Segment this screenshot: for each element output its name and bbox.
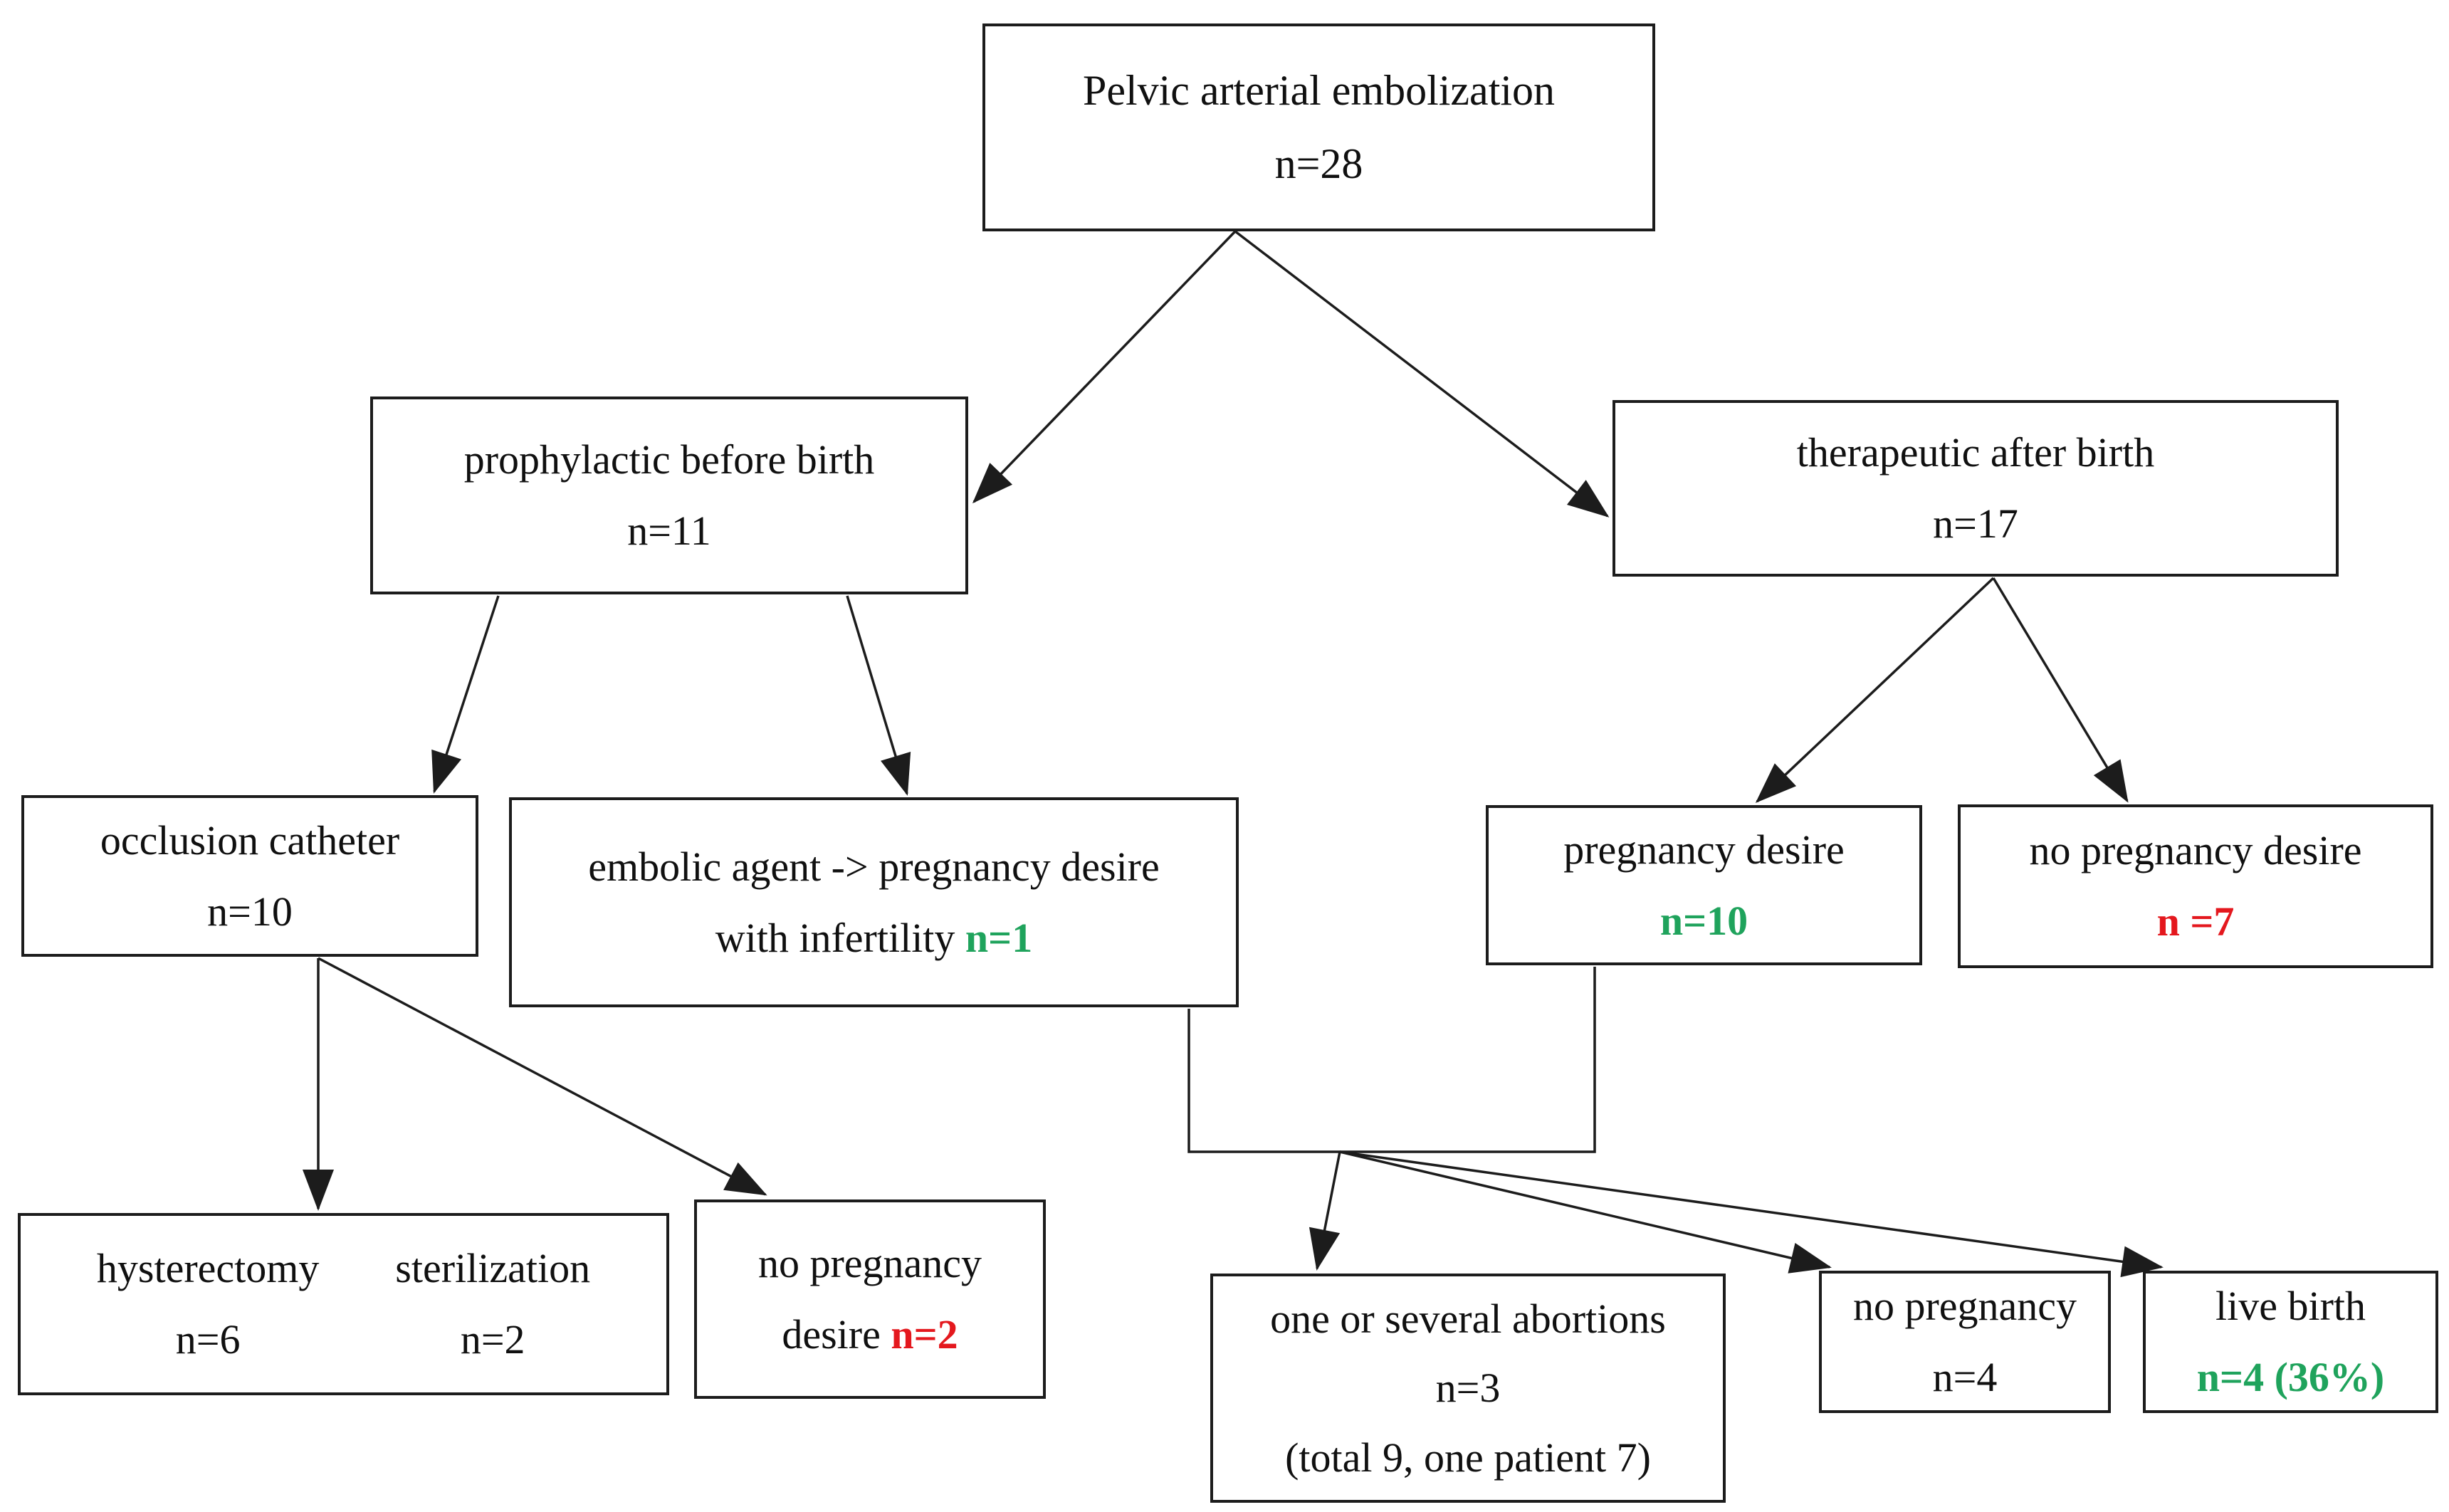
arrow-therapeutic-to-pregnancy-desire xyxy=(1755,577,1995,804)
node-label-2: with infertility n=1 xyxy=(715,914,1033,961)
node-no-pregnancy-desire-after-occlusion: no pregnancy desire n=2 xyxy=(694,1199,1046,1399)
node-count-red: n=2 xyxy=(891,1311,958,1358)
node-count: n=11 xyxy=(627,508,711,554)
arrow-therapeutic-to-no-pregnancy-desire xyxy=(1992,577,2129,803)
arrow-merge-to-abortions xyxy=(1309,1151,1341,1271)
arrow-merge-to-no-pregnancy xyxy=(1339,1150,1832,1274)
node-label: no pregnancy xyxy=(1852,1283,2077,1330)
node-embolic-agent-pregnancy-desire: embolic agent -> pregnancy desire with i… xyxy=(509,797,1239,1007)
node-pelvic-arterial-embolization: Pelvic arterial embolization n=28 xyxy=(982,23,1655,231)
node-count: n=17 xyxy=(1933,500,2018,547)
node-label: no pregnancy desire xyxy=(2029,827,2362,874)
hysterectomy-column: hysterectomy n=6 xyxy=(97,1233,319,1375)
arrow-root-to-prophylactic xyxy=(972,230,1237,504)
node-count-green: n=4 (36%) xyxy=(2196,1354,2385,1400)
node-no-pregnancy-desire: no pregnancy desire n =7 xyxy=(1958,804,2433,968)
node-count-green: n=10 xyxy=(1659,897,1748,944)
arrow-merge-to-live-birth xyxy=(1339,1150,2164,1278)
node-count-green: n=1 xyxy=(965,914,1033,961)
node-label: therapeutic after birth xyxy=(1796,429,2155,476)
node-note: (total 9, one patient 7) xyxy=(1285,1434,1651,1481)
node-prophylactic-before-birth: prophylactic before birth n=11 xyxy=(370,397,968,594)
arrow-prophylactic-to-occlusion xyxy=(431,595,500,794)
node-label: pregnancy desire xyxy=(1563,826,1845,873)
node-occlusion-catheter: occlusion catheter n=10 xyxy=(21,795,478,957)
node-count: n=2 xyxy=(460,1316,525,1363)
node-label: live birth xyxy=(2215,1283,2366,1330)
node-count: n=28 xyxy=(1274,140,1363,187)
node-label: hysterectomy xyxy=(96,1245,320,1292)
node-label: Pelvic arterial embolization xyxy=(1082,66,1556,114)
node-count: n=4 xyxy=(1932,1354,1998,1400)
node-label: no pregnancy xyxy=(757,1240,982,1287)
node-live-birth: live birth n=4 (36%) xyxy=(2143,1271,2438,1413)
sterilization-column: sterilization n=2 xyxy=(395,1233,590,1375)
node-hysterectomy-sterilization: hysterectomy n=6 sterilization n=2 xyxy=(18,1213,669,1395)
node-label: one or several abortions xyxy=(1270,1295,1666,1342)
node-label: embolic agent -> pregnancy desire xyxy=(588,843,1160,890)
node-label: sterilization xyxy=(395,1245,591,1292)
arrow-root-to-therapeutic xyxy=(1234,230,1610,518)
node-pregnancy-desire: pregnancy desire n=10 xyxy=(1486,805,1922,965)
elbow-connector-merge xyxy=(1187,967,1596,1153)
arrow-prophylactic-to-embolic xyxy=(846,595,911,796)
node-label: prophylactic before birth xyxy=(463,436,875,483)
node-therapeutic-after-birth: therapeutic after birth n=17 xyxy=(1612,400,2339,577)
node-count: n=3 xyxy=(1435,1365,1501,1412)
node-no-pregnancy: no pregnancy n=4 xyxy=(1819,1271,2111,1413)
node-label: occlusion catheter xyxy=(100,817,400,863)
node-one-or-several-abortions: one or several abortions n=3 (total 9, o… xyxy=(1210,1274,1726,1503)
node-label-2: desire n=2 xyxy=(782,1311,958,1358)
node-count: n=6 xyxy=(175,1316,241,1363)
node-count-red: n =7 xyxy=(2156,898,2235,945)
node-count: n=10 xyxy=(207,888,293,935)
